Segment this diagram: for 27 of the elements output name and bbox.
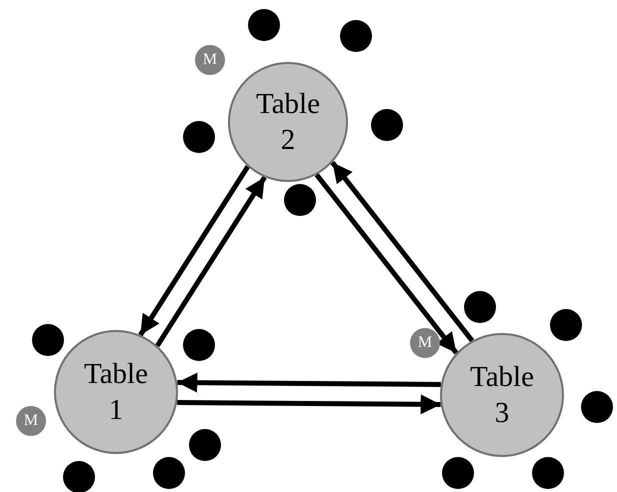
arrow [155,176,267,348]
person-dot [284,184,316,216]
table-circle: Table 2 [228,62,348,182]
person-dot [371,109,403,141]
m-marker: M [195,45,225,75]
person-dot [183,329,215,361]
person-dot [581,391,613,423]
m-marker: M [410,328,440,358]
person-dot [248,9,280,41]
person-dot [442,457,474,489]
person-dot [189,429,221,461]
m-marker: M [16,406,46,436]
arrow [314,173,458,355]
person-dot [183,121,215,153]
person-dot [464,291,496,323]
person-dot [340,20,372,52]
person-dot [63,461,95,492]
arrow [330,160,474,342]
person-dot [532,457,564,489]
person-dot [32,324,64,356]
person-dot [153,457,185,489]
table-circle: Table 1 [54,330,178,454]
arrow [177,372,441,393]
person-dot [550,309,582,341]
arrow [138,165,250,336]
table-circle: Table 3 [440,333,564,457]
arrow [177,394,441,414]
